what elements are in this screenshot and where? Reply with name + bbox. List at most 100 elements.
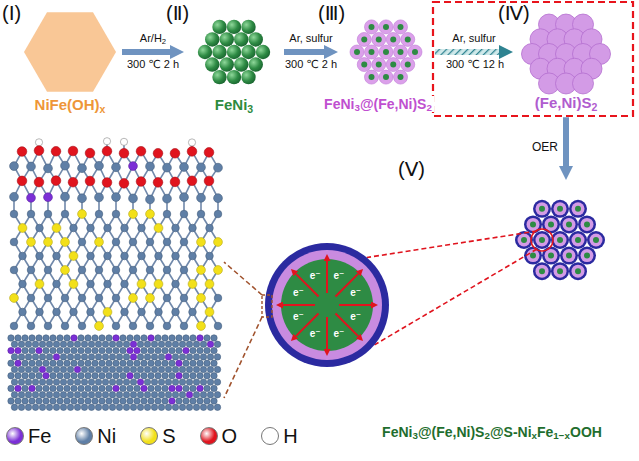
- atom: [113, 398, 119, 404]
- edge-label: Ar, sulfur: [289, 32, 332, 45]
- particle-core: [369, 74, 375, 80]
- atom: [69, 252, 78, 261]
- condition-label: 300 ℃ 2 h: [127, 58, 179, 71]
- atom: [207, 379, 213, 385]
- atom: [163, 294, 171, 302]
- particle-core: [548, 221, 554, 227]
- atom: [155, 347, 161, 353]
- atom: [87, 280, 95, 288]
- atom: [130, 354, 136, 360]
- particle-shell: [569, 231, 587, 249]
- atom: [214, 404, 220, 410]
- atom: [138, 252, 146, 260]
- zoom-box: [262, 295, 272, 317]
- atom: [95, 404, 101, 410]
- atom: [113, 385, 119, 391]
- particle-shell: [533, 231, 551, 249]
- atom: [78, 294, 86, 302]
- particle: [379, 70, 393, 84]
- electron-arrow: [326, 261, 328, 293]
- atom: [109, 366, 115, 372]
- atom: [207, 354, 213, 360]
- atom: [141, 360, 147, 366]
- atom: [78, 164, 87, 173]
- atom: [44, 322, 52, 330]
- atom: [39, 354, 45, 360]
- particle: [408, 45, 422, 59]
- atom: [64, 360, 70, 366]
- particle-shell: [569, 200, 587, 218]
- atom: [127, 335, 133, 341]
- condition-label: 300 ℃ 2 h: [285, 58, 337, 71]
- atom: [36, 373, 42, 379]
- compound-label: FeNi3@(Fe,Ni)S2: [322, 96, 434, 112]
- atom: [205, 308, 214, 317]
- atom: [39, 366, 45, 372]
- atom: [106, 398, 112, 404]
- particle: [573, 73, 594, 94]
- atom: [70, 308, 78, 316]
- legend-label: Ni: [97, 425, 116, 447]
- atom: [138, 308, 146, 316]
- stage-numeral: (Ⅴ): [398, 158, 425, 181]
- atom: [144, 366, 150, 372]
- atom: [172, 252, 180, 260]
- particle-core: [369, 24, 375, 30]
- atom: [148, 335, 154, 341]
- particle: [372, 32, 386, 46]
- particle-core: [369, 49, 375, 55]
- atom: [170, 177, 180, 187]
- atom: [39, 404, 45, 410]
- atom: [32, 404, 38, 410]
- atom: [64, 335, 70, 341]
- atom: [60, 404, 66, 410]
- particle-core: [530, 221, 536, 227]
- atom: [78, 360, 84, 366]
- atom: [116, 354, 122, 360]
- atom: [155, 335, 161, 341]
- edge-label: Ar/H2: [140, 32, 166, 45]
- atom: [127, 347, 133, 353]
- atom: [10, 294, 19, 303]
- atom: [78, 210, 87, 219]
- atom: [53, 308, 61, 316]
- atom: [8, 385, 14, 391]
- particle: [572, 265, 585, 278]
- particle: [401, 32, 415, 46]
- atom: [67, 366, 73, 372]
- atom: [197, 266, 206, 275]
- atom: [8, 360, 14, 366]
- atom: [214, 379, 220, 385]
- atom: [176, 347, 182, 353]
- condition-label: 300 ℃ 12 h: [446, 58, 504, 71]
- atom: [36, 385, 42, 391]
- atom: [71, 373, 77, 379]
- particle: [365, 45, 379, 59]
- oxyhydroxide-shell: [265, 243, 389, 367]
- particle-core: [405, 62, 411, 68]
- particle: [241, 45, 255, 59]
- atom: [179, 392, 185, 398]
- atom: [137, 404, 143, 410]
- atom: [211, 335, 217, 341]
- atom: [127, 373, 133, 379]
- atom: [22, 373, 28, 379]
- atom: [43, 398, 49, 404]
- atom: [183, 373, 189, 379]
- atom: [180, 238, 188, 246]
- atom: [74, 366, 80, 372]
- atom: [88, 366, 94, 372]
- particle: [350, 45, 364, 59]
- atom: [162, 385, 168, 391]
- atom: [39, 379, 45, 385]
- atom: [25, 392, 31, 398]
- atom: [25, 341, 31, 347]
- atom: [95, 322, 104, 331]
- atom: [102, 404, 108, 410]
- atom: [207, 341, 213, 347]
- highlight-box: [433, 2, 633, 116]
- atom: [99, 385, 105, 391]
- atom: [11, 341, 17, 347]
- atom: [81, 366, 87, 372]
- atom: [29, 347, 35, 353]
